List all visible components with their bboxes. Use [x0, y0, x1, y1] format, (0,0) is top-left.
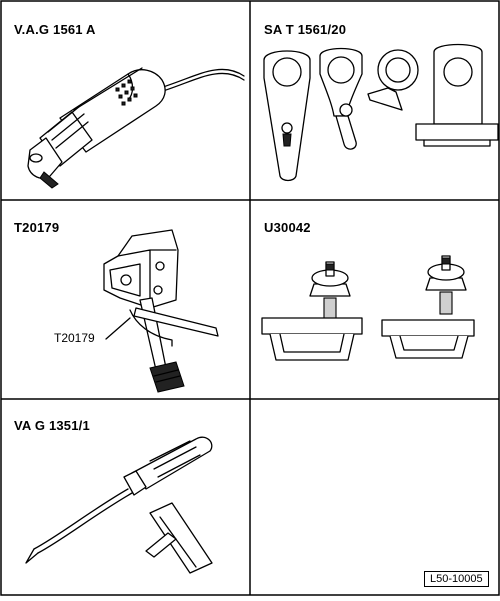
tool-label-t20179: T20179 [14, 220, 60, 235]
tool-label-va-g-1351-1: VA G 1351/1 [14, 418, 90, 433]
callout-leader [105, 317, 131, 340]
tool-label-sa-t-1561-20: SA T 1561/20 [264, 22, 347, 37]
blade-set-drawing [263, 43, 499, 182]
callout-t20179: T20179 [54, 331, 95, 345]
vent-slots [115, 79, 138, 106]
pedal-fixture-drawing [103, 229, 219, 393]
clamp-pair-drawing [261, 255, 475, 361]
figure-id: L50-10005 [424, 571, 489, 587]
tool-label-vag-1561-a: V.A.G 1561 A [14, 22, 96, 37]
clamp-left [261, 261, 363, 361]
cable-puller-drawing [25, 436, 213, 574]
oscillating-tool-drawing [27, 67, 245, 189]
clamp-right [381, 255, 475, 359]
tool-label-u30042: U30042 [264, 220, 311, 235]
